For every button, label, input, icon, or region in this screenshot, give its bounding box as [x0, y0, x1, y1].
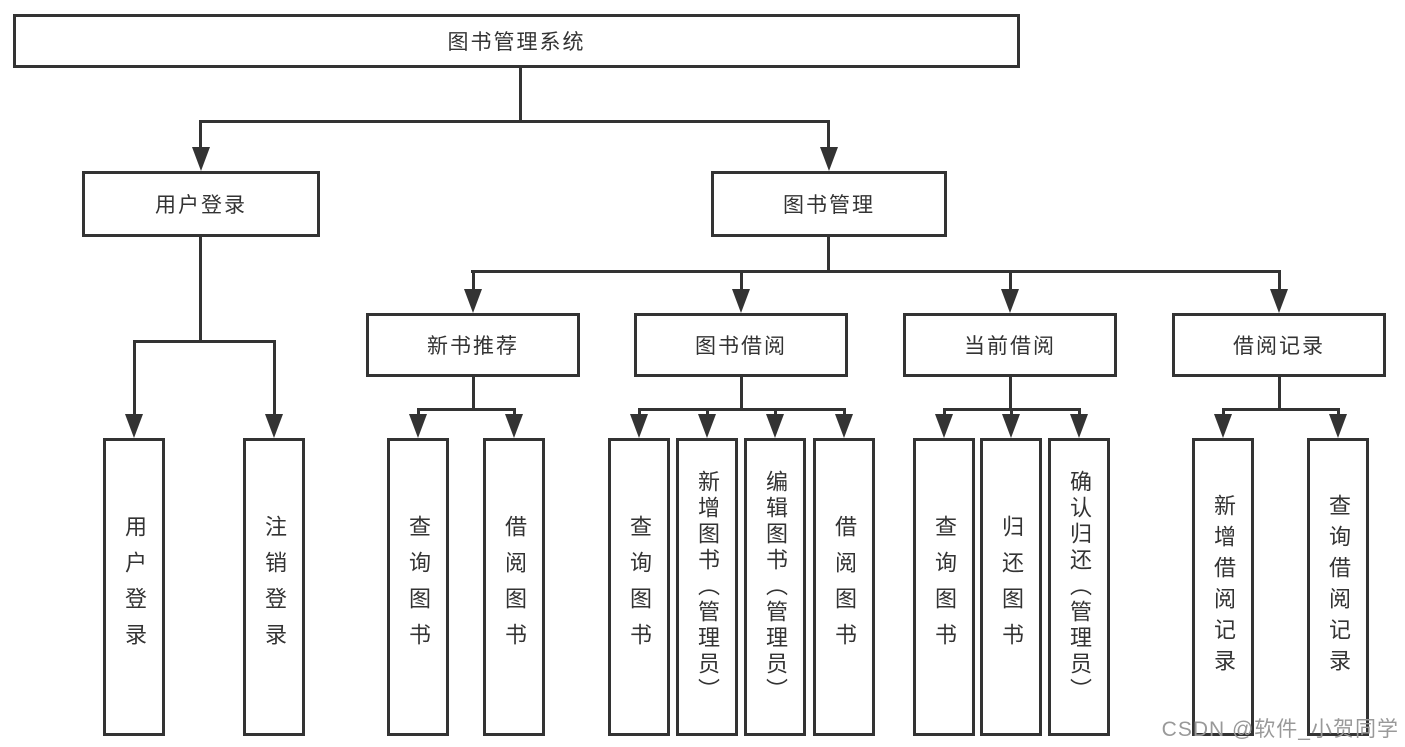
connector-stem	[706, 408, 709, 418]
leaf-label: 查询图书	[406, 515, 431, 659]
leaf-query-books-recommend: 查询图书	[387, 438, 449, 736]
node-label: 图书管理系统	[447, 31, 586, 54]
leaf-label: 用户登录	[122, 515, 147, 659]
leaf-logout: 注销登录	[243, 438, 305, 736]
connector-rail	[417, 408, 516, 411]
leaf-label: 借阅图书	[502, 515, 527, 659]
arrow-down-icon	[192, 147, 210, 171]
leaf-query-books-borrowing: 查询图书	[608, 438, 670, 736]
connector-stem	[1009, 377, 1012, 408]
node-new-book-recommend: 新书推荐	[366, 313, 580, 377]
node-borrowing-records: 借阅记录	[1172, 313, 1386, 377]
connector-stem	[638, 408, 641, 418]
watermark: CSDN @软件_小贺同学	[1161, 718, 1399, 741]
leaf-label: 确认归还（管理员）	[1067, 470, 1092, 704]
arrow-down-icon	[820, 147, 838, 171]
node-label: 当前借阅	[964, 335, 1056, 358]
arrow-down-icon	[732, 289, 750, 313]
node-user-login: 用户登录	[82, 171, 320, 237]
connector-stem	[1337, 408, 1340, 418]
connector-stem	[199, 120, 202, 150]
leaf-return-books: 归还图书	[980, 438, 1042, 736]
arrow-down-icon	[1214, 414, 1232, 438]
arrow-down-icon	[1002, 414, 1020, 438]
connector-user-login-rail	[133, 340, 276, 343]
leaf-add-books-admin: 新增图书（管理员）	[676, 438, 738, 736]
leaf-label: 查询图书	[932, 515, 957, 659]
arrow-down-icon	[1001, 289, 1019, 313]
connector-level2-rail	[199, 120, 830, 123]
connector-stem	[1009, 270, 1012, 293]
leaf-label: 归还图书	[999, 515, 1024, 659]
arrow-down-icon	[835, 414, 853, 438]
connector-stem	[472, 377, 475, 408]
connector-stem	[943, 408, 946, 418]
connector-stem	[740, 377, 743, 408]
connector-stem	[1278, 270, 1281, 293]
node-library-management-system: 图书管理系统	[13, 14, 1020, 68]
connector-stem	[472, 270, 475, 293]
connector-stem	[513, 408, 516, 418]
arrow-down-icon	[935, 414, 953, 438]
leaf-edit-books-admin: 编辑图书（管理员）	[744, 438, 806, 736]
connector-stem	[843, 408, 846, 418]
leaf-label: 注销登录	[262, 515, 287, 659]
connector-stem	[827, 120, 830, 150]
leaf-label: 新增图书（管理员）	[695, 470, 720, 704]
arrow-down-icon	[630, 414, 648, 438]
arrow-down-icon	[409, 414, 427, 438]
node-label: 用户登录	[155, 194, 247, 217]
connector-stem	[133, 340, 136, 418]
connector-stem	[417, 408, 420, 418]
node-label: 借阅记录	[1233, 335, 1325, 358]
connector-rail	[1222, 408, 1339, 411]
leaf-label: 借阅图书	[832, 515, 857, 659]
arrow-down-icon	[1270, 289, 1288, 313]
connector-stem	[1278, 377, 1281, 408]
node-current-borrowing: 当前借阅	[903, 313, 1117, 377]
connector-stem	[740, 270, 743, 293]
connector-root-stem	[519, 67, 522, 123]
connector-stem	[774, 408, 777, 418]
connector-user-login-stem	[199, 237, 202, 340]
arrow-down-icon	[698, 414, 716, 438]
leaf-add-borrow-record: 新增借阅记录	[1192, 438, 1254, 736]
connector-level3-rail	[471, 270, 1281, 273]
leaf-borrow-books-borrowing: 借阅图书	[813, 438, 875, 736]
leaf-label: 编辑图书（管理员）	[763, 470, 788, 704]
leaf-query-books-current: 查询图书	[913, 438, 975, 736]
arrow-down-icon	[766, 414, 784, 438]
connector-stem	[1222, 408, 1225, 418]
node-label: 新书推荐	[427, 335, 519, 358]
leaf-label: 查询借阅记录	[1326, 494, 1351, 680]
arrow-down-icon	[1070, 414, 1088, 438]
arrow-down-icon	[1329, 414, 1347, 438]
leaf-query-borrow-record: 查询借阅记录	[1307, 438, 1369, 736]
arrow-down-icon	[125, 414, 143, 438]
connector-stem	[1010, 408, 1013, 418]
node-label: 图书借阅	[695, 335, 787, 358]
connector-rail	[638, 408, 845, 411]
leaf-borrow-books-recommend: 借阅图书	[483, 438, 545, 736]
node-label: 图书管理	[783, 194, 875, 217]
arrow-down-icon	[505, 414, 523, 438]
leaf-label: 新增借阅记录	[1211, 494, 1236, 680]
arrow-down-icon	[464, 289, 482, 313]
node-book-borrowing: 图书借阅	[634, 313, 848, 377]
connector-book-mgmt-stem	[827, 237, 830, 270]
connector-stem	[273, 340, 276, 418]
leaf-user-login: 用户登录	[103, 438, 165, 736]
arrow-down-icon	[265, 414, 283, 438]
leaf-confirm-return-admin: 确认归还（管理员）	[1048, 438, 1110, 736]
connector-stem	[1078, 408, 1081, 418]
leaf-label: 查询图书	[627, 515, 652, 659]
node-book-management: 图书管理	[711, 171, 947, 237]
